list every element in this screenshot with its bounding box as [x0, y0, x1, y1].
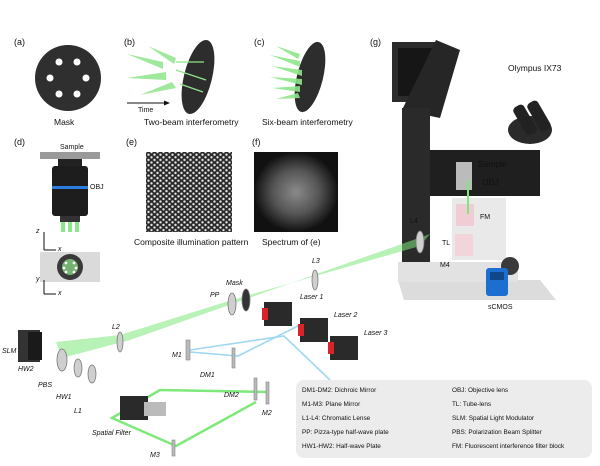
- mirrors: [171, 339, 270, 457]
- laser-units: [262, 302, 358, 360]
- panel-g-tag: (g): [370, 37, 381, 47]
- m2-label: M2: [262, 410, 272, 417]
- tl-label: TL: [442, 240, 451, 247]
- l4-label: L4: [410, 218, 418, 225]
- l1-label: L1: [74, 408, 82, 415]
- dm1-label: DM1: [200, 372, 215, 379]
- mask-disk: [35, 45, 101, 111]
- d-obj-label: OBJ: [90, 184, 104, 191]
- d-axis-z: z: [36, 228, 40, 235]
- d-axis-x1: x: [58, 246, 62, 253]
- legend-item: M1-M3: Plane Mirror: [302, 401, 361, 408]
- d-sample-label: Sample: [60, 144, 84, 151]
- legend-item: DM1-DM2: Dichroic Mirror: [302, 387, 377, 394]
- hw1-label: HW1: [56, 394, 72, 401]
- fm-label: FM: [480, 214, 491, 221]
- slm-device: [18, 330, 42, 362]
- legend-item: HW1-HW2: Half-wave Plate: [302, 443, 381, 450]
- dm2-label: DM2: [224, 392, 239, 399]
- two-beam-illustration: [127, 39, 215, 115]
- two-beam-caption: Two-beam interferometry: [144, 117, 239, 127]
- m3-label: M3: [150, 452, 160, 459]
- panel-a-tag: (a): [14, 37, 25, 47]
- spectrum-caption: Spectrum of (e): [262, 237, 321, 247]
- legend-item: PBS: Polarization Beam Splitter: [452, 429, 542, 436]
- d-axis-y: y: [36, 276, 40, 283]
- panel-b-tag: (b): [124, 37, 135, 47]
- slm-label: SLM: [2, 348, 17, 355]
- green-beam-path: [56, 234, 430, 448]
- legend-item: TL: Tube-lens: [452, 401, 492, 408]
- objective-illustration: [40, 152, 100, 295]
- sample-label: Sample: [478, 159, 507, 169]
- composite-pattern-image: [146, 152, 232, 232]
- six-beam-caption: Six-beam interferometry: [262, 117, 353, 127]
- legend-item: OBJ: Objective lens: [452, 387, 509, 394]
- optics-row: [56, 230, 425, 384]
- m1-label: M1: [172, 352, 182, 359]
- l2-label: L2: [112, 324, 120, 331]
- legend-item: PP: Pizza-type half-wave plate: [302, 429, 389, 436]
- panel-d-tag: (d): [14, 137, 25, 147]
- spatial-filter-device: [120, 396, 166, 420]
- mask-label: Mask: [226, 280, 243, 287]
- panel-e-tag: (e): [126, 137, 137, 147]
- composite-caption: Composite illumination pattern: [134, 237, 249, 247]
- d-axis-x2: x: [58, 290, 62, 297]
- hw2-label: HW2: [18, 366, 34, 373]
- m4-label: M4: [440, 262, 450, 269]
- obj-label: OBJ: [482, 177, 499, 187]
- pp-label: PP: [210, 292, 220, 299]
- microscope-label: Olympus IX73: [508, 63, 562, 73]
- laser3-label: Laser 3: [364, 330, 388, 337]
- spatial-filter-label: Spatial Filter: [92, 430, 131, 437]
- time-axis-label: Time: [138, 107, 154, 114]
- spectrum-image: [254, 152, 338, 232]
- l3-label: L3: [312, 258, 320, 265]
- panel-f-tag: (f): [252, 137, 261, 147]
- legend-item: L1-L4: Chromatic Lense: [302, 415, 371, 422]
- microscope-body: [392, 40, 556, 300]
- mask-caption: Mask: [54, 117, 75, 127]
- panel-c-tag: (c): [254, 37, 265, 47]
- scmos-label: sCMOS: [488, 304, 513, 311]
- laser2-label: Laser 2: [334, 312, 358, 319]
- pbs-label: PBS: [38, 382, 53, 389]
- blue-beam-path: [189, 323, 331, 381]
- six-beam-illustration: [270, 41, 326, 113]
- legend-item: SLM: Spatial Light Modulator: [452, 415, 535, 422]
- legend-box: DM1-DM2: Dichroic Mirror OBJ: Objective …: [296, 380, 592, 458]
- legend-item: FM: Fluorescent interference filter bloc…: [452, 443, 565, 450]
- laser1-label: Laser 1: [300, 294, 324, 301]
